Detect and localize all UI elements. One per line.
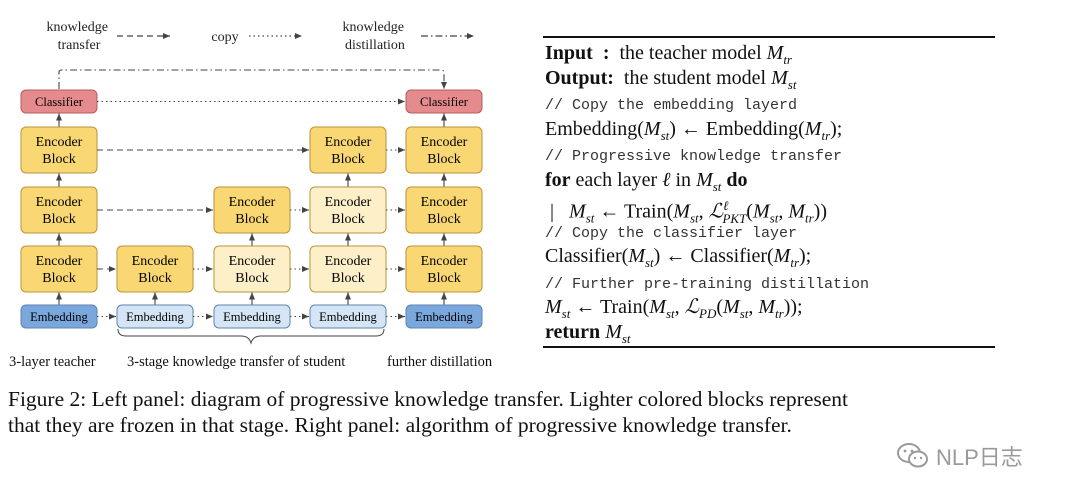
watermark: NLP日志 bbox=[896, 440, 1023, 472]
stage2-embedding-label: Embedding bbox=[223, 310, 281, 324]
further-encoder-1 bbox=[405, 245, 483, 293]
algo-for-line: for each layer ℓ in Mst do bbox=[545, 169, 748, 194]
algo-return-line: return Mst bbox=[545, 321, 631, 346]
stage1-embedding-label: Embedding bbox=[126, 310, 184, 324]
further-label: further distillation bbox=[387, 354, 493, 370]
legend-copy-label: copy bbox=[211, 30, 238, 45]
algo-output-line: Output: the student model Mst bbox=[545, 67, 797, 92]
algo-input-line: Input : the teacher model Mtr bbox=[545, 42, 792, 67]
figure-caption: Figure 2: Left panel: diagram of progres… bbox=[8, 386, 1068, 438]
legend: knowledge transfer copy knowledge distil… bbox=[47, 20, 474, 53]
further-classifier-label: Classifier bbox=[420, 95, 469, 109]
algo-comment-4: // Further pre-training distillation bbox=[545, 276, 870, 293]
further-embedding-label: Embedding bbox=[415, 310, 473, 324]
further-encoder-2 bbox=[405, 186, 483, 234]
teacher-embedding-label: Embedding bbox=[30, 310, 88, 324]
caption-line-1: Figure 2: Left panel: diagram of progres… bbox=[8, 387, 849, 411]
legend-transfer-label: knowledge transfer bbox=[47, 20, 112, 53]
further-encoder-3 bbox=[405, 126, 483, 174]
wechat-icon bbox=[897, 443, 928, 468]
algo-embedding-line: Embedding(Mst) ← Embedding(Mtr); bbox=[545, 118, 843, 143]
further-embedding bbox=[405, 304, 483, 329]
stages-label: 3-stage knowledge transfer of student bbox=[127, 354, 345, 370]
algo-comment-1: // Copy the embedding layerd bbox=[545, 97, 798, 114]
progressive-transfer-diagram: knowledge transfer copy knowledge distil… bbox=[9, 20, 493, 370]
algo-comment-2: // Progressive knowledge transfer bbox=[545, 148, 843, 165]
algorithm-bottom-rule bbox=[543, 346, 995, 348]
algo-distill-line: Mst ← Train(Mst, ℒPD(Mst, Mtr)); bbox=[545, 296, 803, 321]
watermark-text: NLP日志 bbox=[936, 445, 1023, 470]
teacher-label: 3-layer teacher bbox=[9, 354, 96, 370]
algo-comment-3: // Copy the classifier layer bbox=[545, 225, 798, 242]
further-classifier bbox=[405, 89, 483, 114]
algo-train-line: | Mst ← Train(Mst, ℒℓPKT(Mst, Mtr)) bbox=[545, 198, 827, 226]
legend-distillation-label: knowledge distillation bbox=[343, 20, 408, 53]
distillation-arrow bbox=[58, 69, 447, 89]
teacher-classifier-label: Classifier bbox=[35, 95, 84, 109]
stage-brace bbox=[117, 328, 385, 345]
algorithm-top-rule bbox=[543, 36, 995, 38]
algo-classifier-line: Classifier(Mst) ← Classifier(Mtr); bbox=[545, 245, 812, 270]
caption-line-2: that they are frozen in that stage. Righ… bbox=[8, 413, 792, 437]
stage3-embedding-label: Embedding bbox=[319, 310, 377, 324]
diagram-connectors bbox=[56, 69, 447, 320]
algorithm-box: Input : the teacher model Mtr Output: th… bbox=[543, 36, 995, 348]
